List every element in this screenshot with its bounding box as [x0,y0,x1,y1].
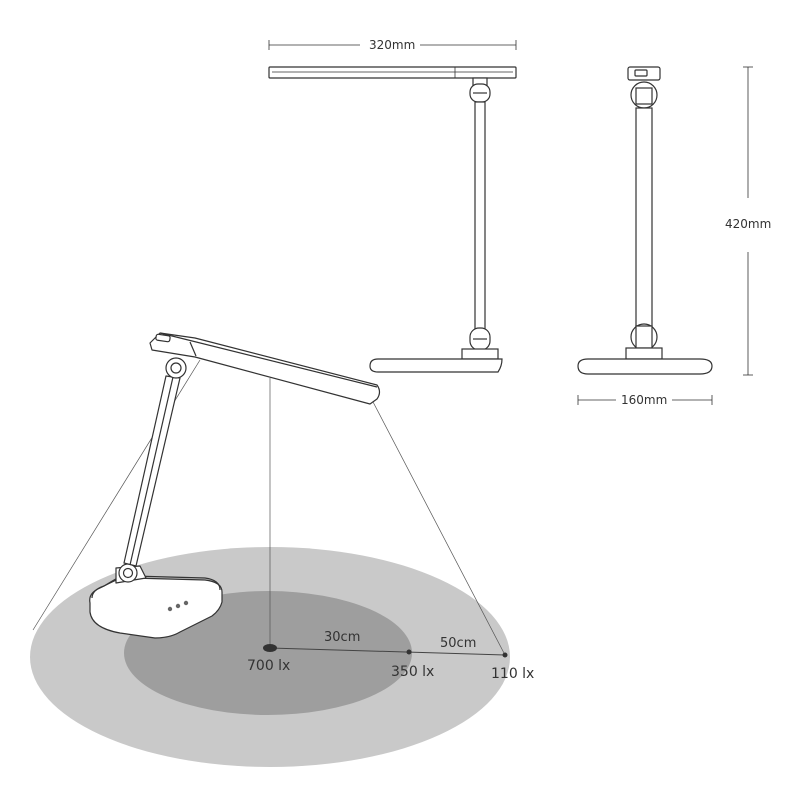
front-hinge-block [625,347,663,360]
base-button-dim [183,600,189,606]
side-head [268,66,517,79]
height-label: 420mm [725,217,771,231]
center-point [263,644,277,652]
mid-point [406,649,412,655]
base-button-mode [175,603,181,609]
center-lux-label: 700 lx [247,658,290,674]
front-bottom-hinge-body [635,325,653,349]
base-button-power [167,606,173,612]
side-arm [474,101,486,331]
side-hinge-block [461,348,499,360]
lamp-head-seam [189,341,197,357]
distance-line [269,647,506,656]
lamp-head-top [159,332,378,388]
lamp-arm-edge [129,376,174,566]
lamp-head [149,332,381,405]
base-width-label: 160mm [621,393,667,407]
base-hinge-knob-inner [122,567,134,579]
side-base [369,358,503,373]
front-arm [635,107,653,329]
height-dimension [743,66,753,376]
cone-line-right [371,399,506,656]
outer-lux-label: 110 lx [491,666,534,682]
base-width-dimension [577,395,713,405]
side-view [268,40,517,373]
front-head-sensor [634,69,648,77]
front-view [577,66,713,375]
lux-markers [263,644,508,658]
lamp-perspective [89,332,381,639]
outer-point [502,652,508,658]
front-top-hinge-body [635,87,653,105]
front-base [577,358,713,375]
width-label: 320mm [369,38,415,52]
upper-hinge-knob-inner [170,362,182,374]
near-distance-label: 30cm [324,630,360,645]
far-distance-label: 50cm [440,636,476,651]
lamp-head-sensor [155,333,171,343]
mid-lux-label: 350 lx [391,664,434,680]
